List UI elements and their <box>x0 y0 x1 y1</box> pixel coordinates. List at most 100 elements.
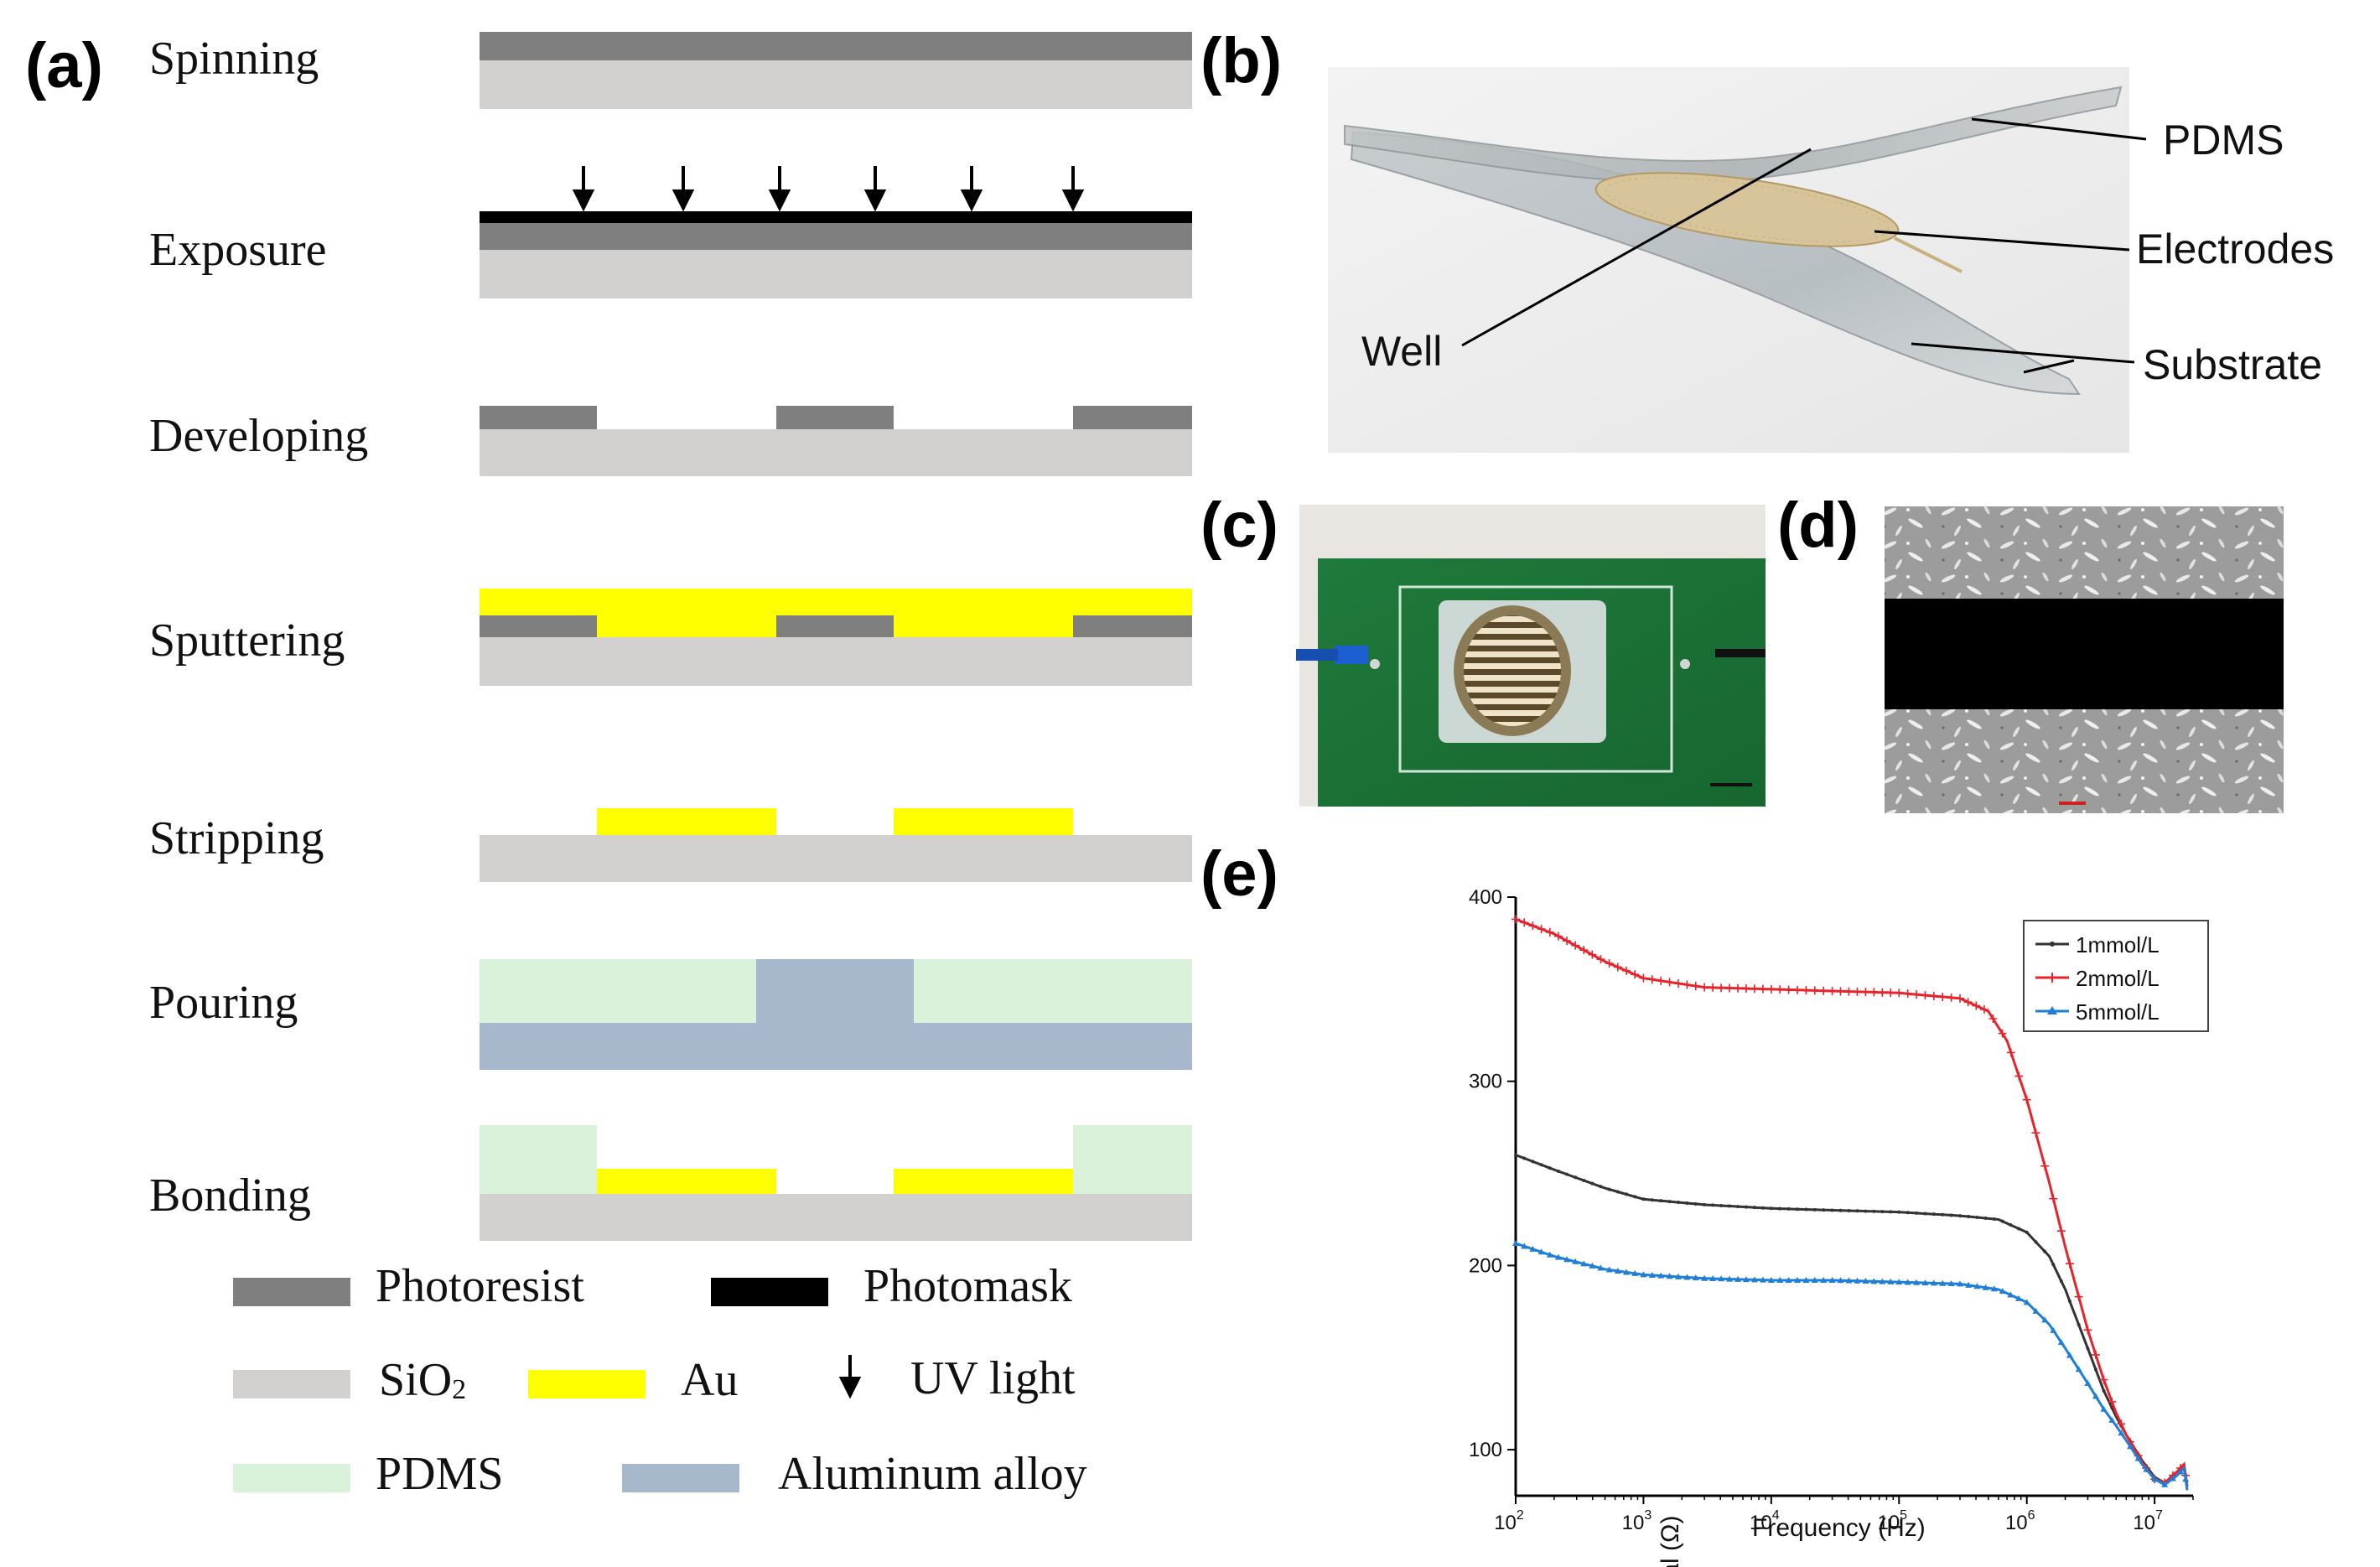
series-marker <box>1665 978 1674 987</box>
series-marker <box>1955 994 1964 1003</box>
series-marker <box>2059 1279 2063 1284</box>
y-tick-label: 200 <box>1469 1254 1502 1277</box>
series-marker <box>1845 1277 1853 1284</box>
series-marker <box>1750 984 1759 994</box>
series-marker <box>1972 1001 1981 1010</box>
series-marker <box>1625 1192 1629 1196</box>
series-marker <box>1683 1274 1691 1280</box>
series-marker <box>1785 1276 1792 1283</box>
series-marker <box>1685 1201 1689 1206</box>
series-marker <box>2049 1194 2058 1203</box>
x-tick-label: 105 <box>1877 1508 1907 1534</box>
series-marker <box>1956 1280 1963 1287</box>
series-marker <box>1579 946 1589 955</box>
series-marker <box>1522 1156 1527 1160</box>
series-marker <box>1895 988 1904 998</box>
series-marker <box>1862 1278 1869 1284</box>
series-marker <box>1804 1207 1808 1212</box>
series-marker <box>1880 1210 1885 1214</box>
series-marker <box>1879 1278 1886 1284</box>
panel-c: (c) <box>1200 490 1766 807</box>
chart-legend: 1mmol/L 2mmol/L 5mmol/L <box>2023 920 2209 1032</box>
series-marker <box>1979 1005 1989 1014</box>
legend-label-pdms: PDMS <box>376 1448 504 1500</box>
au-electrode <box>597 1169 776 1194</box>
series-marker <box>2092 1393 2099 1399</box>
series-marker <box>1647 975 1657 984</box>
aluminum-alloy-mold <box>756 959 914 1023</box>
series-line-1mmol/L <box>1515 1154 2189 1487</box>
series-marker <box>1912 990 1921 999</box>
series-marker <box>1838 1208 1843 1212</box>
legend-swatch-photoresist <box>233 1278 350 1306</box>
pdms-block <box>914 959 1192 1023</box>
legend-label-sio2: SiO2 <box>379 1354 466 1406</box>
series-marker <box>1691 982 1700 991</box>
series-marker <box>1596 955 1605 964</box>
series-marker <box>2051 1263 2056 1267</box>
scale-bar <box>1710 783 1752 786</box>
series-marker <box>1752 1206 1756 1210</box>
series-marker <box>1553 931 1563 941</box>
series-marker <box>1631 1269 1639 1276</box>
series-marker <box>1725 983 1734 993</box>
series-marker <box>2006 1048 2015 1057</box>
y-tick-label: 100 <box>1469 1439 1502 1461</box>
series-marker <box>2040 1161 2050 1170</box>
series-marker <box>2091 1350 2100 1359</box>
series-marker <box>1572 1258 1579 1264</box>
series-marker <box>1975 1216 1979 1220</box>
photoresist-block <box>1073 406 1192 429</box>
series-marker <box>1999 1288 2006 1295</box>
series-marker <box>1693 1201 1698 1206</box>
series-marker <box>1822 1208 1826 1212</box>
series-marker <box>2022 1095 2031 1104</box>
photoresist-layer <box>480 32 1192 60</box>
electrode-array <box>1594 172 1900 247</box>
sio2-layer <box>480 637 1192 686</box>
series-marker <box>1769 1206 1773 1211</box>
panel-a: (a) Spinning Exposure Developing Sputter… <box>25 30 1192 1500</box>
panel-b-label: (b) <box>1200 25 1282 96</box>
series-marker <box>2127 1443 2134 1450</box>
series-marker <box>1963 998 1973 1007</box>
uv-light-arrow-icon <box>838 1355 862 1399</box>
series-marker <box>1921 1279 1929 1286</box>
series-marker <box>2117 1419 2126 1429</box>
series-marker <box>2034 1240 2038 1244</box>
series-marker <box>2065 1259 2074 1269</box>
series-marker <box>1861 988 1870 997</box>
legend-swatch-aluminum-alloy <box>622 1464 739 1492</box>
panel-e-label: (e) <box>1200 838 1278 910</box>
series-marker <box>1633 1195 1637 1199</box>
series-marker <box>1938 992 1947 1001</box>
x-tick-label: 103 <box>1622 1508 1652 1534</box>
au-layer <box>480 589 1192 615</box>
legend-label-aluminum-alloy: Aluminum alloy <box>778 1448 1087 1500</box>
series-marker <box>1571 941 1580 950</box>
series-marker <box>2108 1416 2116 1423</box>
series-layer <box>1511 915 2191 1491</box>
series-marker <box>1967 1215 1971 1219</box>
chip-outline <box>1398 585 1673 773</box>
series-marker <box>1957 1214 1962 1218</box>
series-marker <box>2084 1379 2092 1386</box>
series-marker <box>2056 1227 2066 1236</box>
pdms-block <box>480 959 756 1023</box>
series-marker <box>1590 1181 1594 1186</box>
series-marker <box>1750 1276 1758 1283</box>
series-marker <box>2177 1468 2185 1475</box>
series-marker <box>1913 1279 1921 1285</box>
series-marker <box>1903 989 1912 999</box>
y-tick-label: 300 <box>1469 1071 1502 1093</box>
series-marker <box>1531 1160 1535 1164</box>
series-marker <box>2017 1227 2021 1231</box>
series-marker <box>1588 950 1597 959</box>
series-marker <box>1742 1276 1750 1283</box>
series-marker <box>1767 1276 1775 1283</box>
series-marker <box>1830 1208 1834 1212</box>
series-marker <box>2074 1292 2083 1301</box>
series-marker <box>1820 1276 1828 1283</box>
series-marker <box>2093 1367 2097 1372</box>
panel-b: (b) PDMS Electrodes Well Substrate <box>1200 25 2334 453</box>
